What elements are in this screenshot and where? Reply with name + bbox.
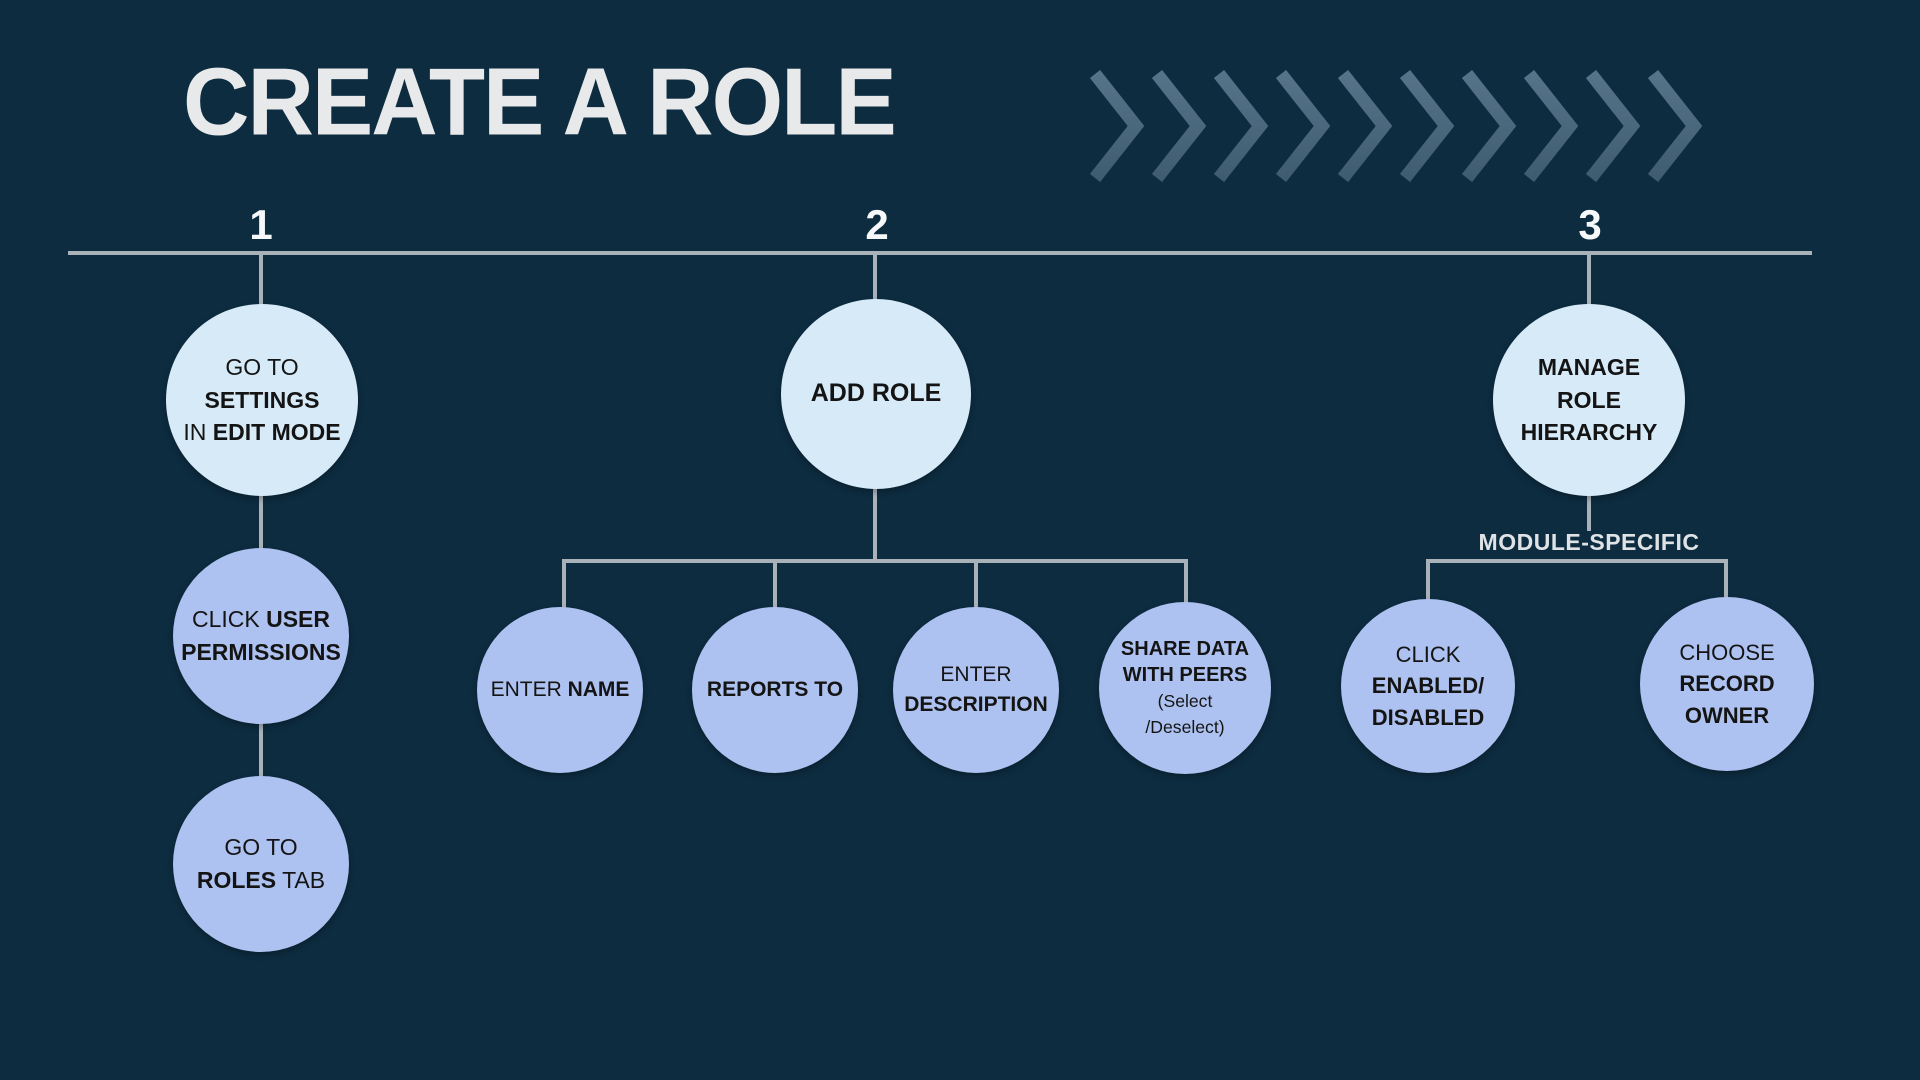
branch-line-module-specific — [1426, 559, 1728, 563]
text-line: PERMISSIONS — [181, 639, 341, 665]
module-specific-label: MODULE-SPECIFIC — [1478, 529, 1700, 555]
node-click-user-permissions: CLICK USER PERMISSIONS — [173, 548, 349, 724]
text-line: ENTER — [940, 663, 1012, 687]
text-line: ROLES TAB — [196, 867, 326, 893]
node-add-role: ADD ROLE — [781, 299, 971, 489]
branch-line-addrole — [562, 559, 1188, 563]
text-line: CLICK — [1395, 642, 1461, 668]
text-line: GO TO — [224, 834, 298, 861]
connector-permissions-to-rolestab — [259, 722, 263, 778]
chevron-decoration-icon — [1090, 70, 1703, 182]
text-line: DESCRIPTION — [904, 693, 1048, 716]
stub-enter-name — [562, 559, 566, 609]
text-line: ROLE — [1557, 386, 1621, 413]
stub-enabled-disabled — [1426, 559, 1430, 601]
text-line: ADD ROLE — [810, 379, 942, 408]
text-line: DISABLED — [1371, 704, 1485, 730]
text-line: RECORD — [1679, 671, 1775, 697]
node-go-to-roles-tab: GO TO ROLES TAB — [173, 776, 349, 952]
node-reports-to: REPORTS TO — [692, 607, 858, 773]
text-line: ENTER NAME — [490, 678, 630, 702]
text-line: IN EDIT MODE — [183, 419, 341, 446]
text-line: OWNER — [1684, 702, 1770, 728]
text-line: HIERARCHY — [1520, 419, 1658, 446]
connector-timeline-to-settings — [259, 255, 263, 307]
connector-timeline-to-manage — [1587, 255, 1591, 307]
step-number-1: 1 — [249, 201, 273, 248]
text-line: ENABLED/ — [1371, 673, 1485, 699]
connector-manage-to-label — [1587, 494, 1591, 531]
connector-addrole-to-branch — [873, 487, 877, 563]
node-enter-description: ENTER DESCRIPTION — [893, 607, 1059, 773]
node-choose-record-owner: CHOOSE RECORD OWNER — [1640, 597, 1814, 771]
text-line: (Select — [1157, 691, 1213, 711]
text-line: GO TO — [225, 354, 299, 381]
text-line: MANAGE — [1537, 354, 1641, 381]
text-line: CLICK USER — [191, 606, 331, 633]
stub-enter-description — [974, 561, 978, 608]
stub-share-data — [1184, 559, 1188, 605]
node-share-data-with-peers: SHARE DATA WITH PEERS (Select/Deselect) — [1099, 602, 1271, 774]
node-manage-role-hierarchy: MANAGE ROLE HIERARCHY — [1493, 304, 1685, 496]
text-line: CHOOSE — [1679, 640, 1775, 666]
connector-timeline-to-addrole — [873, 255, 877, 301]
timeline-line — [68, 251, 1812, 255]
text-line: REPORTS TO — [706, 678, 844, 702]
text-line: WITH PEERS — [1122, 664, 1248, 686]
step-number-2: 2 — [865, 201, 889, 248]
text-line: SHARE DATA — [1120, 638, 1250, 660]
stub-record-owner — [1724, 559, 1728, 599]
text-line: SETTINGS — [204, 386, 320, 413]
page-title: CREATE A ROLE — [183, 49, 897, 156]
stub-reports-to — [773, 561, 777, 609]
connector-settings-to-permissions — [259, 494, 263, 550]
step-number-3: 3 — [1578, 201, 1602, 248]
text-line: /Deselect) — [1145, 717, 1225, 737]
node-enter-name: ENTER NAME — [477, 607, 643, 773]
node-click-enabled-disabled: CLICK ENABLED/DISABLED — [1341, 599, 1515, 773]
node-go-to-settings: GO TO SETTINGS IN EDIT MODE — [166, 304, 358, 496]
